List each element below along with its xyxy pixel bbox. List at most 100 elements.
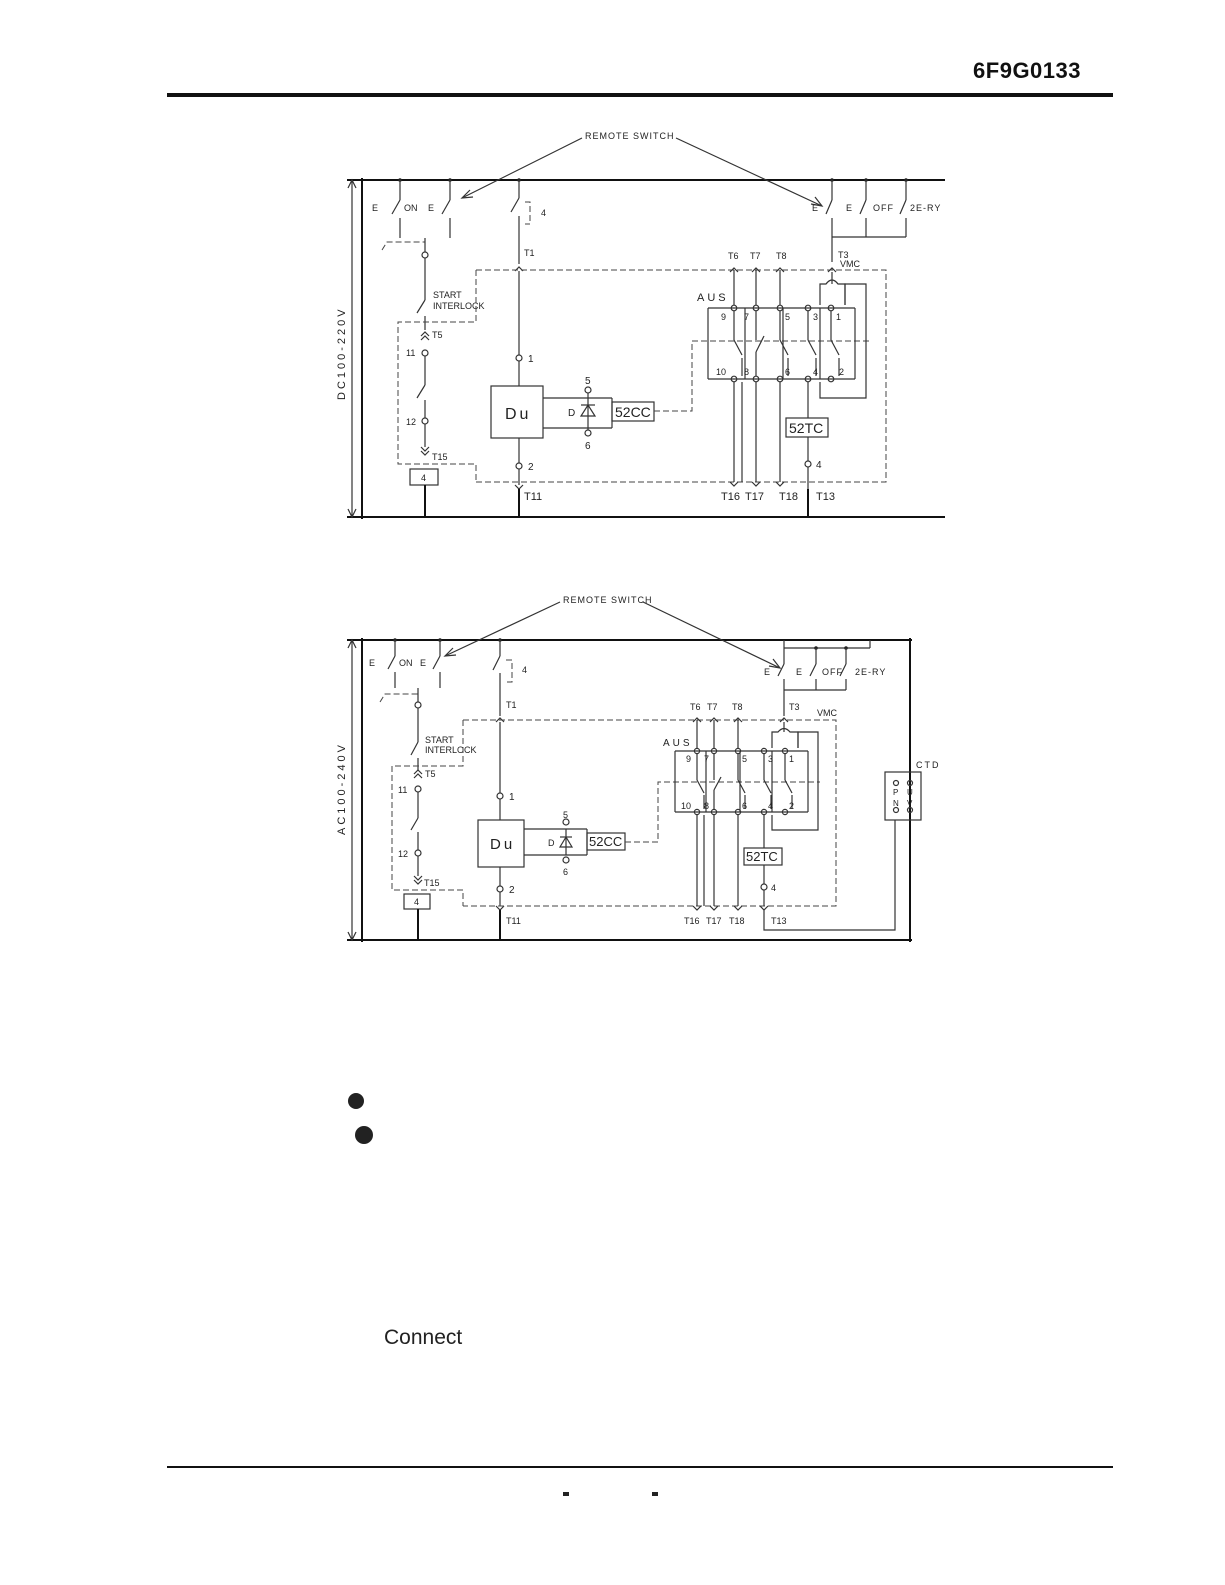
ac-52tc-label: 52TC xyxy=(746,849,778,864)
dc-pin-12: 12 xyxy=(406,417,416,427)
footer-dash xyxy=(563,1492,569,1496)
ac-pin-11: 11 xyxy=(398,785,407,795)
ac-e-label-3: E xyxy=(764,667,770,677)
ac-aus-bottom-2: 6 xyxy=(742,801,747,811)
dc-aus-top-2: 5 xyxy=(785,312,790,322)
ac-aus-top-1: 7 xyxy=(704,754,709,764)
ac-52cc-label: 52CC xyxy=(589,834,622,849)
ac-2e-ry-label: 2E-RY xyxy=(855,667,886,677)
ac-contact-4: 4 xyxy=(522,665,527,675)
document-code: 6F9G0133 xyxy=(973,58,1081,83)
dc-52tc-box xyxy=(785,417,829,438)
ac-pin-5: 5 xyxy=(563,810,568,820)
ac-t5: T5 xyxy=(425,769,436,779)
ac-remote-switch-label: REMOTE SWITCH xyxy=(563,595,653,605)
ac-interlock-label: INTERLOCK xyxy=(425,745,477,755)
ac-aus-top-4: 1 xyxy=(789,754,794,764)
ac-voltage-label: AC100-240V xyxy=(336,742,348,835)
ac-t17: T17 xyxy=(706,916,722,926)
ac-aus-top-3: 3 xyxy=(768,754,773,764)
dc-relay-4: 4 xyxy=(421,473,426,483)
ac-e-label: E xyxy=(369,658,375,668)
ac-du-label: Du xyxy=(490,836,515,853)
ac-e-label-4: E xyxy=(796,667,802,677)
bullet-icon xyxy=(355,1126,373,1144)
dc-t17: T17 xyxy=(745,491,764,503)
dc-aus-top-0: 9 xyxy=(721,312,726,322)
dc-du-box xyxy=(490,385,544,439)
ac-pin-6: 6 xyxy=(563,867,568,877)
dc-e-label: E xyxy=(372,203,378,213)
ac-start-label: START xyxy=(425,735,454,745)
connect-text: Connect xyxy=(384,1326,463,1349)
dc-start-label: START xyxy=(433,290,462,300)
ac-t18: T18 xyxy=(729,916,745,926)
ac-t1: T1 xyxy=(506,700,517,710)
ac-ctd-pin-n: N xyxy=(893,799,899,808)
dc-aus-top-3: 3 xyxy=(813,312,818,322)
dc-on-label: ON xyxy=(404,203,418,213)
dc-52cc-label: 52CC xyxy=(615,404,651,420)
dc-remote-switch-label: REMOTE SWITCH xyxy=(585,131,675,141)
ac-e-label-2: E xyxy=(420,658,426,668)
ac-relay-4: 4 xyxy=(414,897,419,907)
dc-voltage-label: DC100-220V xyxy=(336,306,348,400)
ac-ctd-pin-u: U xyxy=(907,788,913,797)
dc-aus-bottom-3: 4 xyxy=(813,367,818,377)
ac-t6: T6 xyxy=(690,702,701,712)
dc-schematic: DC100-220V REMOTE SWITCH E ON E START IN… xyxy=(336,131,945,519)
ac-ctd-box xyxy=(884,771,922,821)
dc-aus-top-1: 7 xyxy=(744,312,749,322)
dc-2e-ry-label: 2E-RY xyxy=(910,203,941,213)
dc-e-label-2: E xyxy=(428,203,434,213)
dc-contact-4: 4 xyxy=(541,208,546,218)
ac-aus-top-2: 5 xyxy=(742,754,747,764)
ac-pin-4: 4 xyxy=(771,883,776,893)
dc-aus-label: AUS xyxy=(697,292,729,304)
dc-aus-bottom-0: 10 xyxy=(716,367,726,377)
dc-off-label: OFF xyxy=(873,203,894,213)
ac-52tc-box xyxy=(743,847,783,866)
ac-pin-1: 1 xyxy=(509,792,515,803)
dc-interlock-label: INTERLOCK xyxy=(433,301,485,311)
ac-ctd-label: CTD xyxy=(916,760,941,770)
ac-pin-12: 12 xyxy=(398,849,408,859)
ac-t7: T7 xyxy=(707,702,718,712)
ac-t8: T8 xyxy=(732,702,743,712)
dc-pin-4: 4 xyxy=(816,460,822,471)
ac-ctd-pin-p: P xyxy=(893,788,898,797)
dc-t13: T13 xyxy=(816,491,835,503)
dc-t16: T16 xyxy=(721,491,740,503)
dc-pin-2: 2 xyxy=(528,462,534,473)
dc-du-label: Du xyxy=(505,406,531,423)
ac-t15: T15 xyxy=(424,878,440,888)
ac-diode-label: D xyxy=(548,838,555,848)
dc-aus-bottom-2: 6 xyxy=(785,367,790,377)
ac-vmc-label: VMC xyxy=(817,708,838,718)
ac-du-box xyxy=(477,819,525,868)
dc-vmc-label: VMC xyxy=(840,259,861,269)
dc-e-label-4: E xyxy=(846,203,852,213)
dc-t18: T18 xyxy=(779,491,798,503)
ac-on-label: ON xyxy=(399,658,413,668)
dc-t15: T15 xyxy=(432,452,448,462)
footer-dash xyxy=(652,1492,658,1496)
footer-rule xyxy=(167,1466,1113,1468)
dc-t1: T1 xyxy=(524,248,535,258)
ac-aus-bottom-4: 2 xyxy=(789,801,794,811)
dc-52tc-label: 52TC xyxy=(789,420,823,436)
dc-t11: T11 xyxy=(524,491,542,503)
dc-t7: T7 xyxy=(750,251,761,261)
bullet-icon xyxy=(348,1093,364,1109)
ac-t3: T3 xyxy=(789,702,800,712)
header-rule xyxy=(167,93,1113,97)
dc-pin-1: 1 xyxy=(528,354,534,365)
dc-pin-5: 5 xyxy=(585,376,591,387)
ac-ctd-pin-v: V xyxy=(907,799,913,808)
ac-off-label: OFF xyxy=(822,667,843,677)
dc-aus-top-4: 1 xyxy=(836,312,841,322)
ac-aus-bottom-0: 10 xyxy=(681,801,691,811)
dc-t3: T3 xyxy=(838,250,849,260)
ac-t11: T11 xyxy=(506,916,521,926)
ac-aus-top-0: 9 xyxy=(686,754,691,764)
